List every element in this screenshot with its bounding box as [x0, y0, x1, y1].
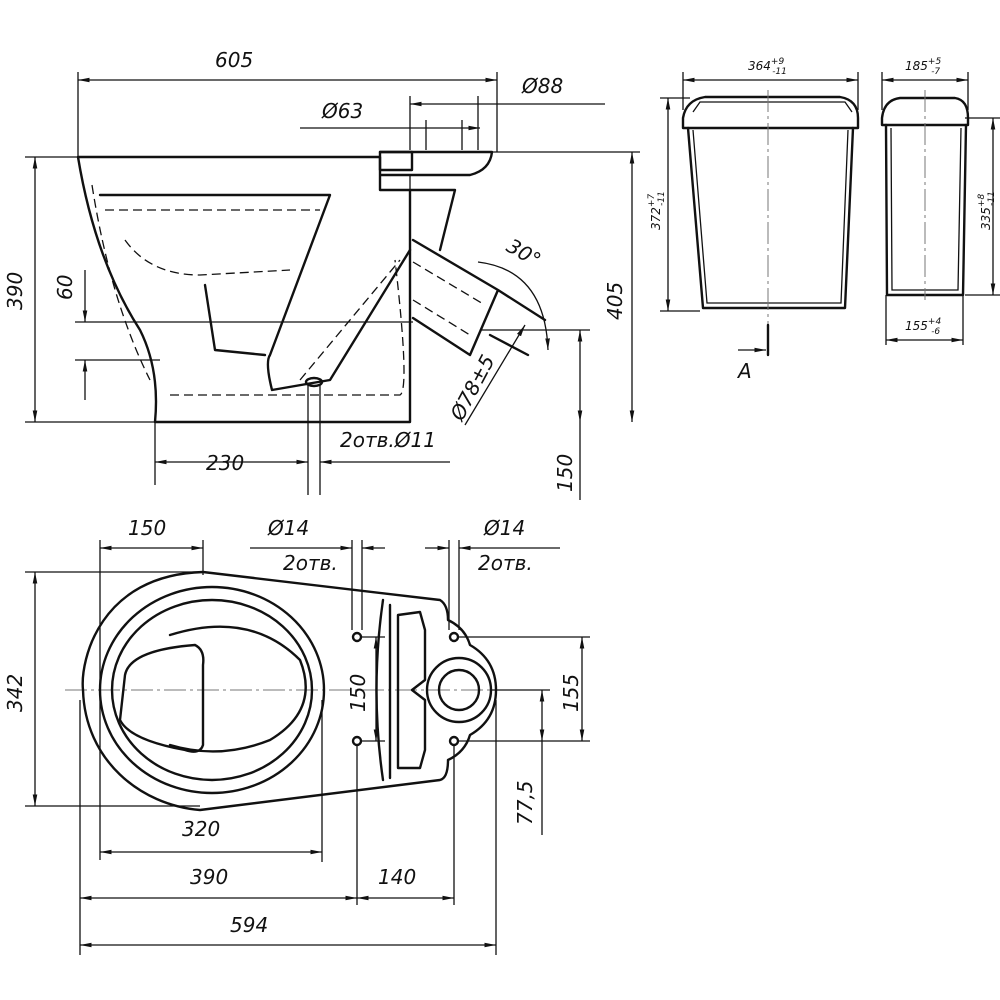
label-mounting-holes: 2отв.Ø11 — [340, 428, 436, 452]
bowl-inner — [98, 193, 412, 392]
plan-outline — [81, 570, 498, 812]
label-hole-count-right: 2отв. — [478, 551, 533, 575]
dim-height: 390 — [3, 272, 27, 310]
dim-width: 342 — [3, 674, 27, 712]
dim-tank-side-height: 335+8-11 — [977, 191, 997, 230]
dim-hole-distance: 230 — [206, 451, 244, 475]
tank-side-view: 185+5-7 335+8-11 155+4-6 — [880, 57, 1000, 345]
dim-hole-diameter-right: Ø14 — [483, 516, 525, 540]
mounting-hole — [351, 735, 363, 747]
dim-outlet-angle: 30° — [503, 234, 546, 273]
dim-bowl-width: 320 — [182, 817, 220, 841]
hidden-lines — [91, 184, 405, 396]
dim-outlet-offset: 60 — [53, 275, 77, 300]
side-view: 605 Ø88 Ø63 390 60 405 150 30° Ø78±5 230… — [3, 48, 640, 500]
angle-arc — [477, 261, 550, 351]
dim-tank-height: 372+7-11 — [647, 191, 667, 230]
dim-tank-depth-top: 185+5-7 — [905, 57, 941, 77]
dim-inlet-inner-diameter: Ø63 — [321, 99, 363, 123]
dim-overall-length: 605 — [215, 48, 253, 72]
dim-hole-spacing-left: 150 — [346, 674, 370, 712]
dim-between-holes: 140 — [378, 865, 416, 889]
mounting-hole — [351, 631, 363, 643]
dim-outlet-height: 150 — [553, 454, 577, 492]
dim-inlet-outer-diameter: Ø88 — [521, 74, 563, 98]
dim-hole-spacing-right: 155 — [559, 674, 583, 712]
tank-mounting-hole — [448, 631, 460, 643]
tank-front-view: 364+9-11 372+7-11 A — [647, 57, 860, 383]
inlet-flange — [378, 150, 414, 172]
tank-mounting-hole — [448, 735, 460, 747]
dim-height-to-inlet: 405 — [603, 282, 627, 320]
mounting-hole — [304, 376, 324, 388]
dim-hole-diameter-left: Ø14 — [267, 516, 309, 540]
dim-tank-width: 364+9-11 — [748, 57, 787, 77]
dim-tank-depth-bottom: 155+4-6 — [905, 317, 941, 337]
dim-to-holes: 390 — [190, 865, 228, 889]
bowl-opening — [118, 643, 205, 753]
label-hole-count-left: 2отв. — [283, 551, 338, 575]
outlet-pipe — [411, 238, 547, 357]
plan-view: 150 Ø14 2отв. Ø14 2отв. 342 150 155 77,5… — [3, 516, 590, 955]
section-label: A — [736, 359, 752, 383]
dim-half-spacing: 77,5 — [513, 780, 537, 825]
inlet-hole — [437, 668, 481, 712]
dim-overall-length-plan: 594 — [230, 913, 268, 937]
bowl-outline — [76, 150, 494, 424]
dim-bowl-offset: 150 — [128, 516, 166, 540]
